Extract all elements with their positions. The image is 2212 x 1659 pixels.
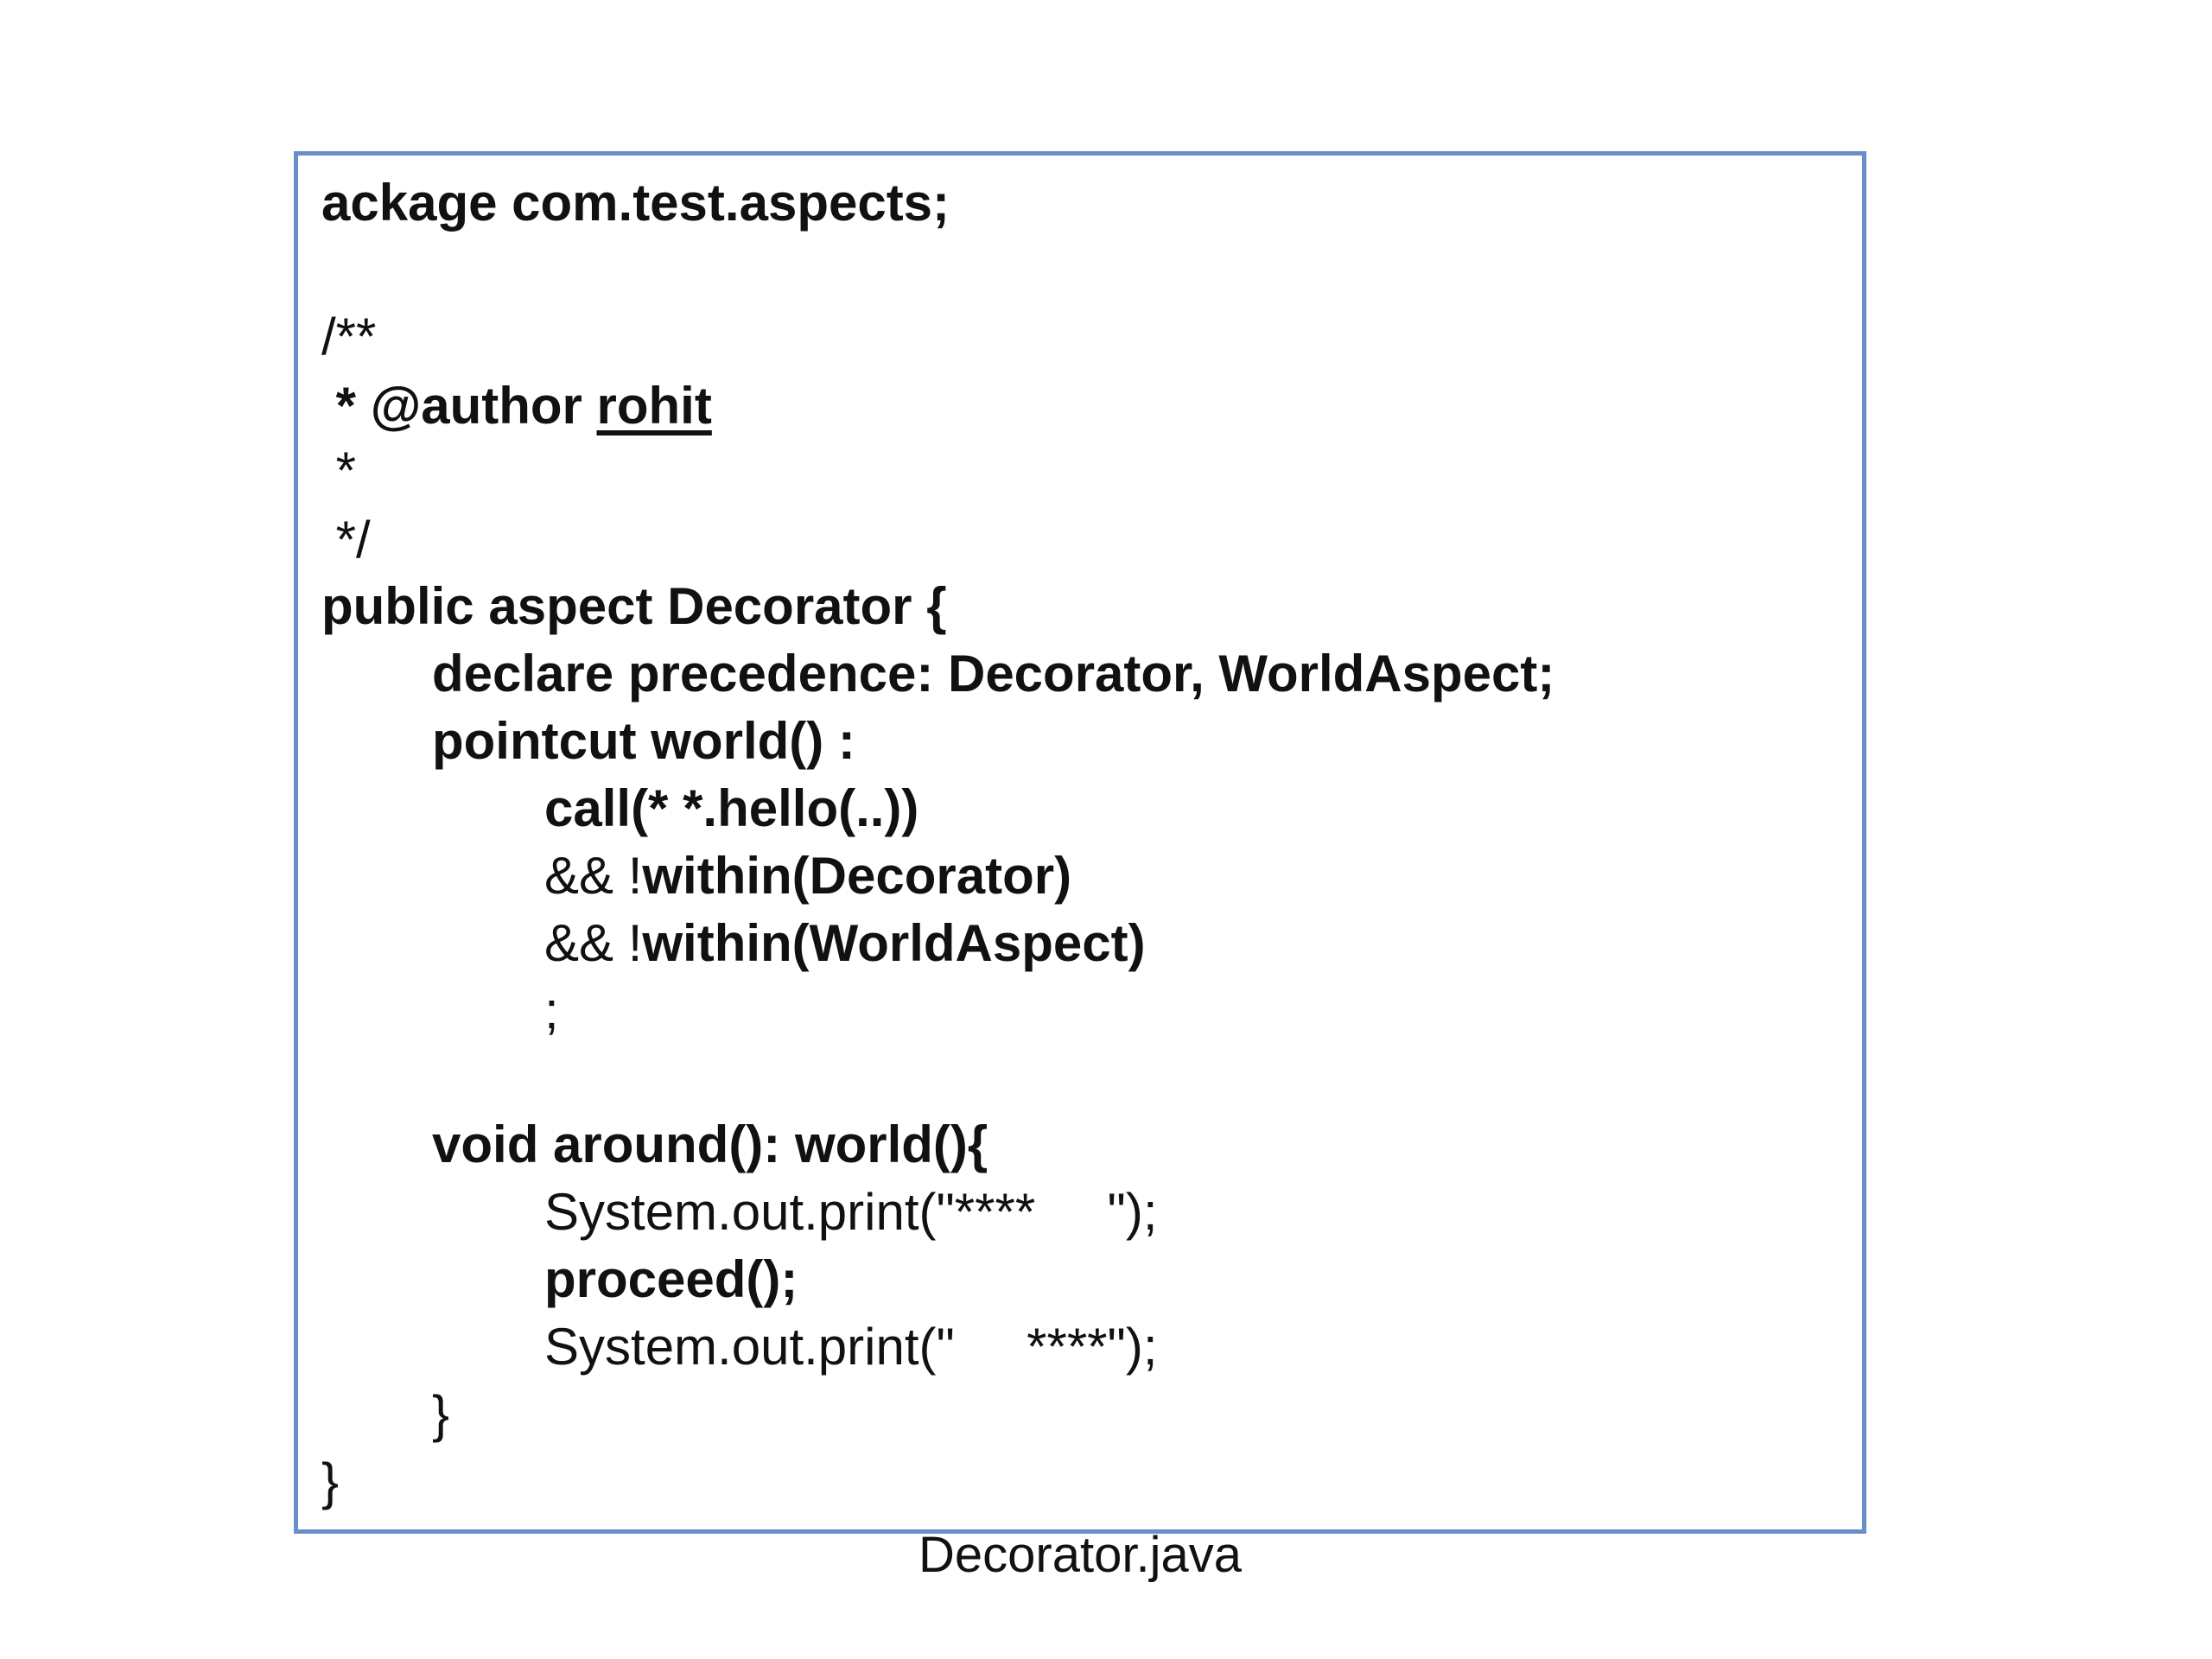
code-line-print-suffix: System.out.print(" ****"); [544, 1318, 1158, 1376]
code-line-aspect-decl: public aspect Decorator { [321, 577, 947, 635]
operator-and-not: && ! [544, 914, 643, 972]
code-line-package: ackage com.test.aspects; [321, 174, 950, 232]
author-tag: * @author [321, 377, 597, 435]
code-line-precedence: declare precedence: Decorator, WorldAspe… [432, 645, 1555, 702]
author-name: rohit [596, 377, 712, 435]
within-decorator: within(Decorator) [642, 847, 1072, 905]
code-line-close-outer: } [321, 1452, 340, 1510]
code-line-author: * @author rohit [321, 376, 712, 436]
code-line-comment-open: /** [321, 308, 377, 365]
code-line-semicolon: ; [544, 982, 559, 1039]
within-worldaspect: within(WorldAspect) [642, 914, 1146, 972]
code-line-pointcut: pointcut world() : [432, 712, 855, 770]
code-line-print-prefix: System.out.print("**** "); [544, 1183, 1158, 1241]
code-line-within-worldaspect: && !within(WorldAspect) [544, 913, 1146, 974]
code-line-star: * [321, 442, 357, 499]
code-line-call: call(* *.hello(..)) [544, 779, 919, 837]
operator-and-not: && ! [544, 847, 643, 905]
code-line-close-inner: } [432, 1385, 450, 1443]
code-box: ackage com.test.aspects; /** * @author r… [294, 151, 1866, 1534]
code-line-within-decorator: && !within(Decorator) [544, 846, 1071, 906]
file-caption: Decorator.java [918, 1527, 1242, 1583]
code-line-around: void around(): world(){ [432, 1116, 988, 1173]
code-line-proceed: proceed(); [544, 1250, 798, 1308]
code-line-comment-close: */ [321, 511, 371, 569]
